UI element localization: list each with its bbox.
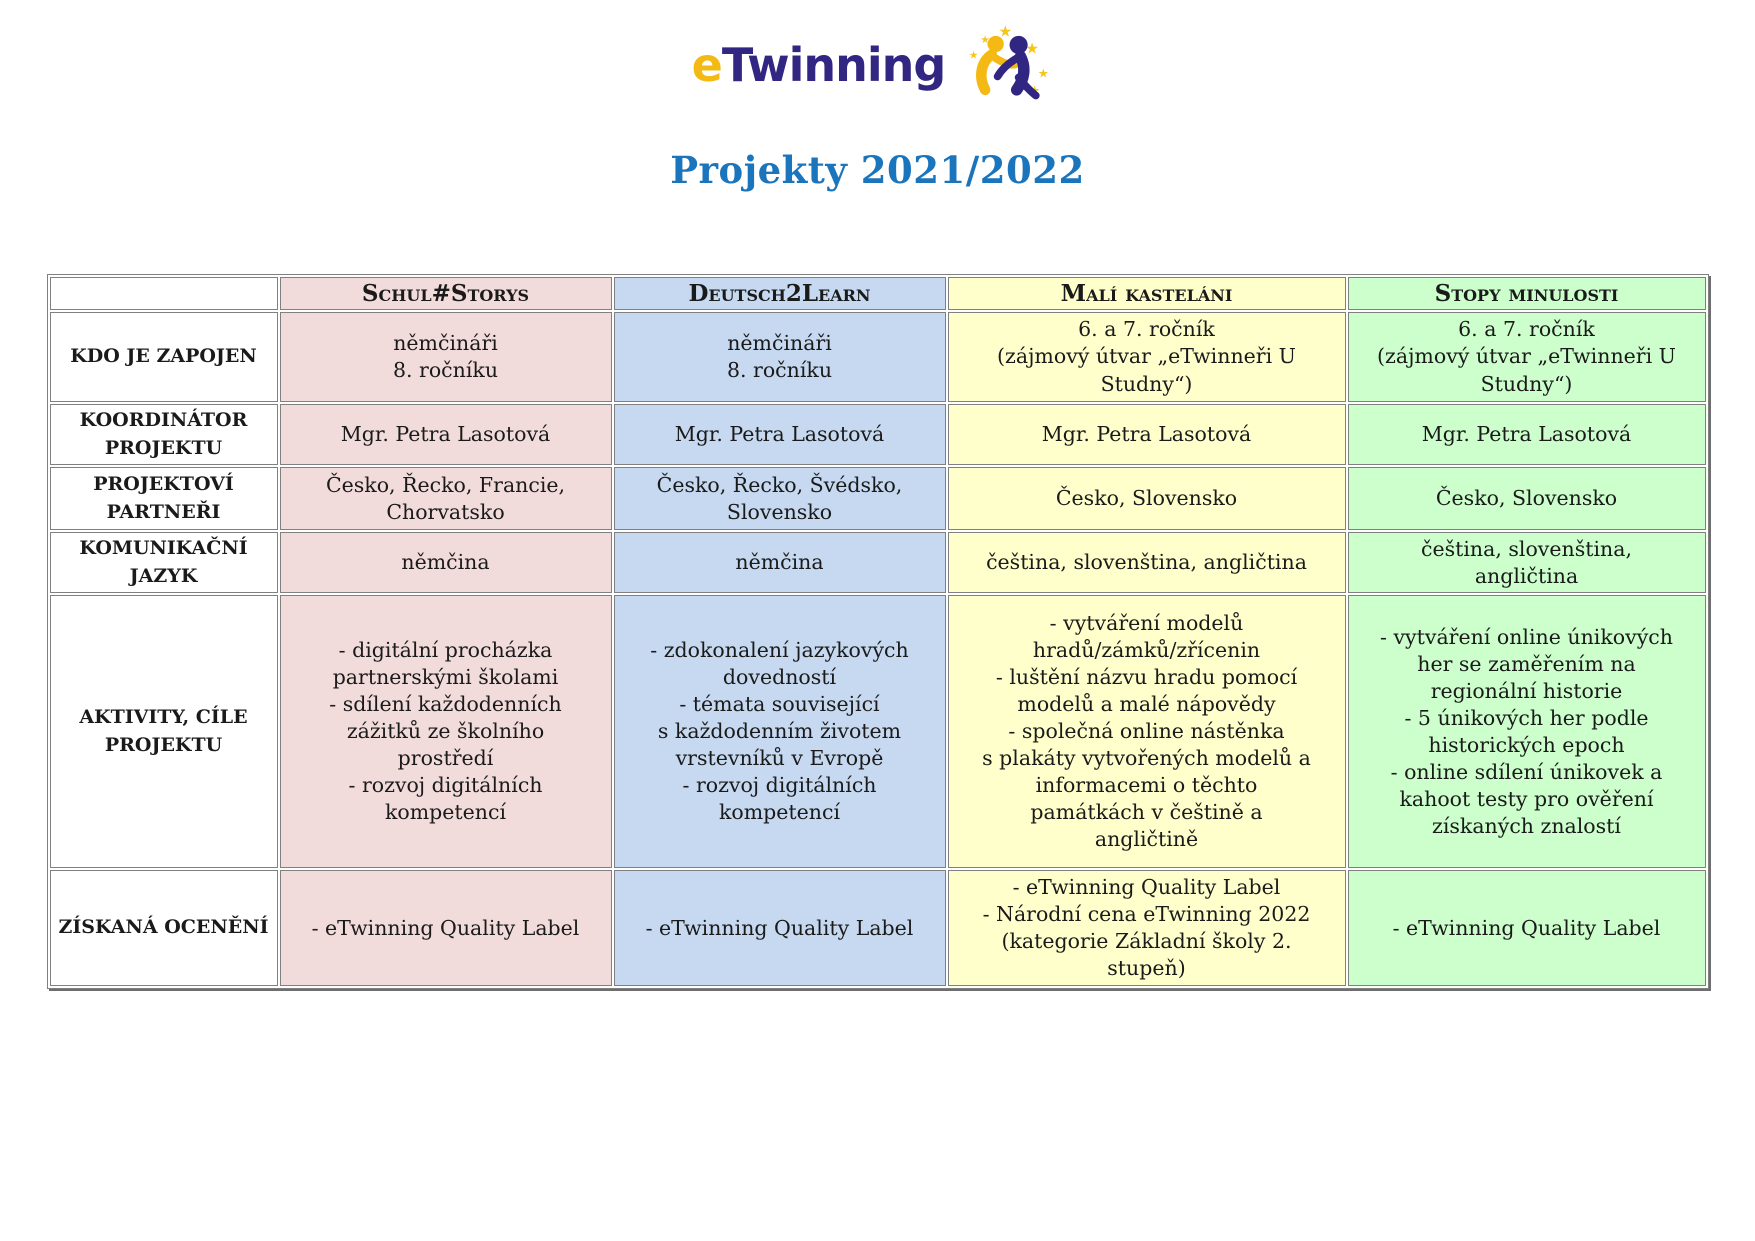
- table-row-koordinator: KOORDINÁTOR PROJEKTU Mgr. Petra Lasotová…: [49, 404, 1706, 466]
- star-icon: ★: [1038, 65, 1049, 80]
- table-row-oceneni: ZÍSKANÁ OCENĚNÍ - eTwinning Quality Labe…: [49, 870, 1706, 987]
- cell-kastelani-koordinator: Mgr. Petra Lasotová: [947, 404, 1346, 466]
- star-icon: ★: [999, 22, 1013, 40]
- cell-kastelani-partneri: Česko, Slovensko: [947, 467, 1346, 531]
- star-icon: ★: [981, 34, 990, 46]
- wordmark-e: e: [691, 38, 723, 92]
- cell-deutsch-partneri: Česko, Řecko, Švédsko, Slovensko: [613, 467, 946, 531]
- cell-schul-jazyk: němčina: [279, 532, 612, 594]
- figure-right: [994, 35, 1040, 100]
- cell-kastelani-jazyk: čeština, slovenština, angličtina: [947, 532, 1346, 594]
- cell-kastelani-oceneni: - eTwinning Quality Label - Národní cena…: [947, 870, 1346, 987]
- row-label-aktivity: AKTIVITY, CÍLE PROJEKTU: [49, 595, 278, 869]
- cell-stopy-kdo: 6. a 7. ročník (zájmový útvar „eTwinneři…: [1347, 312, 1706, 402]
- row-label-jazyk: KOMUNIKAČNÍ JAZYK: [49, 532, 278, 594]
- row-label-koordinator: KOORDINÁTOR PROJEKTU: [49, 404, 278, 466]
- table-row-partneri: PROJEKTOVÍ PARTNEŘI Česko, Řecko, Franci…: [49, 467, 1706, 531]
- column-header-deutsch2learn: Deutsch2Learn: [613, 277, 946, 310]
- cell-schul-partneri: Česko, Řecko, Francie, Chorvatsko: [279, 467, 612, 531]
- table-row-jazyk: KOMUNIKAČNÍ JAZYK němčina němčina češtin…: [49, 532, 1706, 594]
- etwinning-figures-icon: ★ ★ ★ ★ ★ ★: [969, 22, 1049, 100]
- cell-deutsch-kdo: němčináři 8. ročníku: [613, 312, 946, 402]
- cell-stopy-oceneni: - eTwinning Quality Label: [1347, 870, 1706, 987]
- table-header-row: Schul#Storys Deutsch2Learn Malí kastelán…: [49, 277, 1706, 310]
- column-header-mali-kastelani: Malí kasteláni: [947, 277, 1346, 310]
- cell-kastelani-kdo: 6. a 7. ročník (zájmový útvar „eTwinneři…: [947, 312, 1346, 402]
- cell-stopy-aktivity: - vytváření online únikových her se zamě…: [1347, 595, 1706, 869]
- cell-deutsch-aktivity: - zdokonalení jazykových dovedností - té…: [613, 595, 946, 869]
- row-label-kdo-je-zapojen: KDO JE ZAPOJEN: [49, 312, 278, 402]
- cell-schul-aktivity: - digitální procházka partnerskými škola…: [279, 595, 612, 869]
- etwinning-logo: eTwinning ★ ★ ★ ★ ★ ★: [0, 0, 1755, 108]
- row-label-oceneni: ZÍSKANÁ OCENĚNÍ: [49, 870, 278, 987]
- cell-schul-koordinator: Mgr. Petra Lasotová: [279, 404, 612, 466]
- star-icon: ★: [969, 49, 978, 61]
- star-icon: ★: [1026, 40, 1040, 58]
- table-row-kdo-je-zapojen: KDO JE ZAPOJEN němčináři 8. ročníku němč…: [49, 312, 1706, 402]
- cell-schul-oceneni: - eTwinning Quality Label: [279, 870, 612, 987]
- page-title: Projekty 2021/2022: [670, 148, 1085, 192]
- cell-stopy-jazyk: čeština, slovenština, angličtina: [1347, 532, 1706, 594]
- projects-table: Schul#Storys Deutsch2Learn Malí kastelán…: [46, 274, 1709, 990]
- cell-schul-kdo: němčináři 8. ročníku: [279, 312, 612, 402]
- row-label-partneri: PROJEKTOVÍ PARTNEŘI: [49, 467, 278, 531]
- cell-stopy-partneri: Česko, Slovensko: [1347, 467, 1706, 531]
- cell-deutsch-koordinator: Mgr. Petra Lasotová: [613, 404, 946, 466]
- cell-stopy-koordinator: Mgr. Petra Lasotová: [1347, 404, 1706, 466]
- column-header-schul-storys: Schul#Storys: [279, 277, 612, 310]
- cell-kastelani-aktivity: - vytváření modelů hradů/zámků/zřícenin …: [947, 595, 1346, 869]
- wordmark-name: Twinning: [721, 38, 947, 92]
- corner-cell: [49, 277, 278, 310]
- table-row-aktivity: AKTIVITY, CÍLE PROJEKTU - digitální proc…: [49, 595, 1706, 869]
- cell-deutsch-oceneni: - eTwinning Quality Label: [613, 870, 946, 987]
- cell-deutsch-jazyk: němčina: [613, 532, 946, 594]
- column-header-stopy-minulosti: Stopy minulosti: [1347, 277, 1706, 310]
- etwinning-wordmark: eTwinning: [692, 42, 947, 88]
